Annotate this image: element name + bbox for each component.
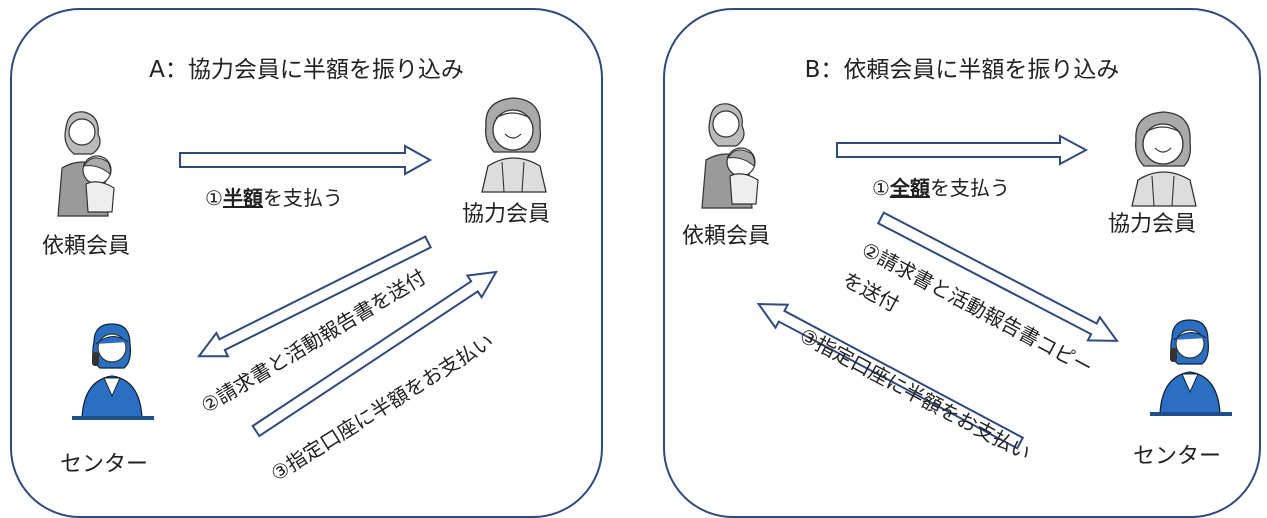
panel-a-step1-bold: 半額 [222,186,263,210]
panel-b-step1-label: ①全額を支払う [872,172,1010,201]
panel-b-center-figure [1149,319,1233,417]
panel-b-step1-suffix: を支払う [929,176,1010,200]
panel-a-step1-label: ①半額を支払う [205,182,343,211]
panel-a-arrow-step2 [196,235,433,358]
panel-b-step1-bold: 全額 [889,176,930,200]
panel-b-requester-label: 依頼会員 [682,224,771,249]
panel-b-helper-figure [1131,111,1197,207]
panel-b-step1-prefix: ① [872,176,890,200]
panel-a-center-figure [71,323,155,421]
panel-b-title: B：依頼会員に半額を振り込み [804,57,1120,83]
panel-a-requester-label: 依頼会員 [42,234,131,259]
panel-a-center-label: センター [60,452,149,477]
panel-b-arrow-step2 [876,211,1119,342]
panel-b-requester-figure [701,103,759,209]
panel-b-center-label: センター [1133,444,1222,469]
panel-a-helper-label: 協力会員 [462,202,551,227]
panel-a-step1-prefix: ① [205,186,223,210]
panel-a-step1-suffix: を支払う [262,186,343,210]
panel-a-arrow-step3 [251,270,499,438]
panel-a-arrow-step1 [179,144,433,176]
panel-a-helper-figure [481,97,547,193]
panel-a-title: A：協力会員に半額を振り込み [149,57,464,83]
diagram-graphics [57,97,1233,450]
panel-b-arrow-step3 [756,302,1025,450]
panel-a-requester-figure [57,111,115,217]
panel-b-helper-label: 協力会員 [1108,212,1197,237]
panel-b-arrow-step1 [836,134,1089,166]
